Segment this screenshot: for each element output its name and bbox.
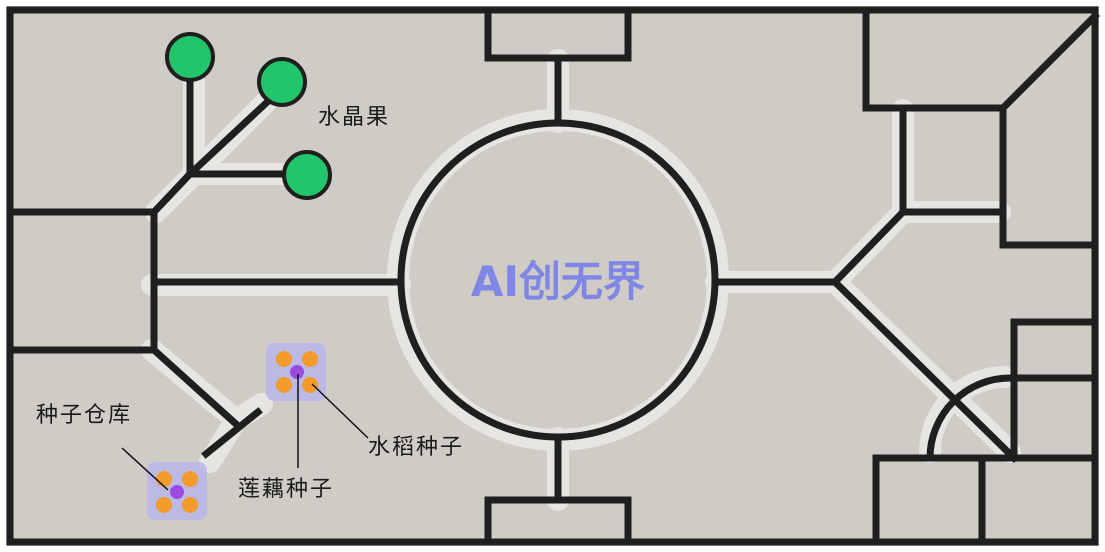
callouts: [121, 374, 369, 491]
crystal-fruit-icon[interactable]: [165, 32, 215, 82]
walls: [6, 6, 1100, 546]
map-title: AI创无界: [471, 257, 645, 306]
seed-icon: [276, 351, 292, 367]
seed-icon: [182, 471, 198, 487]
crystal-fruits: [165, 32, 332, 200]
crystal-fruit-label: 水晶果: [318, 105, 390, 130]
crystal-fruit-icon[interactable]: [282, 150, 332, 200]
seed-icon: [156, 471, 172, 487]
seed-icon: [182, 497, 198, 513]
rice-seed-box[interactable]: [266, 343, 326, 401]
crystal-fruit-icon[interactable]: [257, 57, 307, 107]
seed-icon: [276, 377, 292, 393]
seed-warehouse-label: 种子仓库: [36, 403, 132, 428]
seed-icon: [302, 377, 318, 393]
seed-icon: [302, 351, 318, 367]
seed-icon: [156, 497, 172, 513]
lotus-seed-label: 莲藕种子: [238, 477, 334, 502]
seed-core-icon: [170, 485, 184, 499]
seed-core-icon: [290, 365, 304, 379]
rice-seed-label: 水稻种子: [368, 435, 464, 460]
seed-warehouse-box[interactable]: [147, 462, 207, 520]
